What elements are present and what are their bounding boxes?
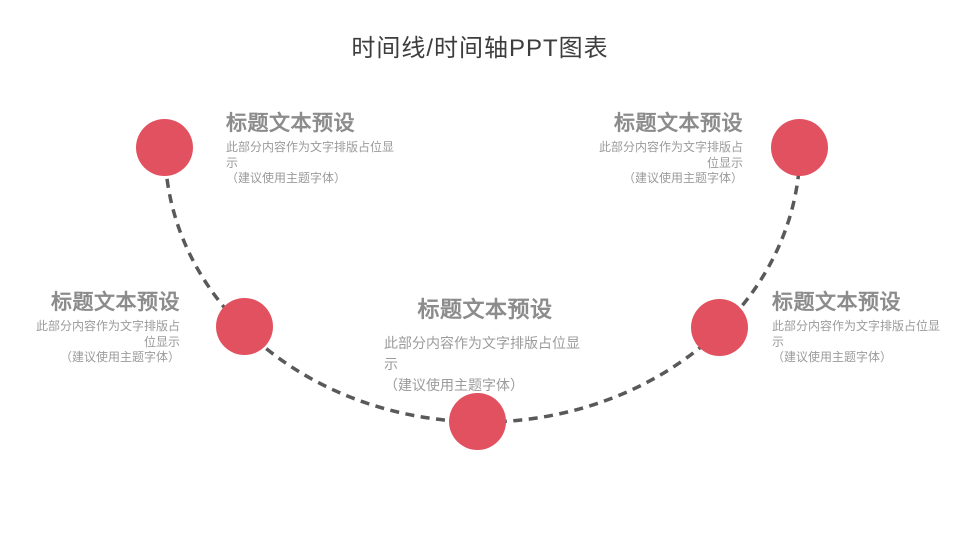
timeline-node-circle-4	[691, 299, 748, 356]
timeline-item-middle-left: 标题文本预设 此部分内容作为文字排版占位显示 （建议使用主题字体）	[30, 291, 180, 366]
timeline-item-hint: （建议使用主题字体）	[772, 350, 893, 365]
timeline-node-circle-2	[216, 298, 273, 355]
timeline-item-heading: 标题文本预设	[614, 112, 743, 135]
timeline-item-hint: （建议使用主题字体）	[59, 350, 180, 365]
timeline-item-heading: 标题文本预设	[226, 112, 355, 135]
slide-title: 时间线/时间轴PPT图表	[351, 35, 609, 62]
timeline-item-middle-right: 标题文本预设 此部分内容作为文字排版占位显示 （建议使用主题字体）	[772, 291, 944, 366]
timeline-item-body: 此部分内容作为文字排版占位显示	[35, 319, 180, 349]
timeline-node-circle-3	[449, 393, 506, 450]
timeline-item-heading: 标题文本预设	[772, 291, 901, 314]
timeline-item-top-left: 标题文本预设 此部分内容作为文字排版占位显示 （建议使用主题字体）	[226, 112, 398, 187]
timeline-item-hint: （建议使用主题字体）	[622, 171, 743, 186]
timeline-item-heading: 标题文本预设	[51, 291, 180, 314]
timeline-node-circle-5	[771, 119, 828, 176]
timeline-item-body: 此部分内容作为文字排版占位显示	[384, 335, 580, 373]
timeline-item-body: 此部分内容作为文字排版占位显示	[598, 140, 743, 170]
timeline-item-top-right: 标题文本预设 此部分内容作为文字排版占位显示 （建议使用主题字体）	[593, 112, 743, 187]
timeline-item-body: 此部分内容作为文字排版占位显示	[772, 319, 941, 349]
timeline-item-body: 此部分内容作为文字排版占位显示	[226, 140, 395, 170]
timeline-item-hint: （建议使用主题字体）	[384, 377, 524, 394]
timeline-node-circle-1	[136, 119, 193, 176]
timeline-item-hint: （建议使用主题字体）	[226, 171, 347, 186]
timeline-item-bottom-center: 标题文本预设 此部分内容作为文字排版占位显示 （建议使用主题字体）	[384, 297, 586, 396]
timeline-item-heading: 标题文本预设	[417, 297, 553, 322]
